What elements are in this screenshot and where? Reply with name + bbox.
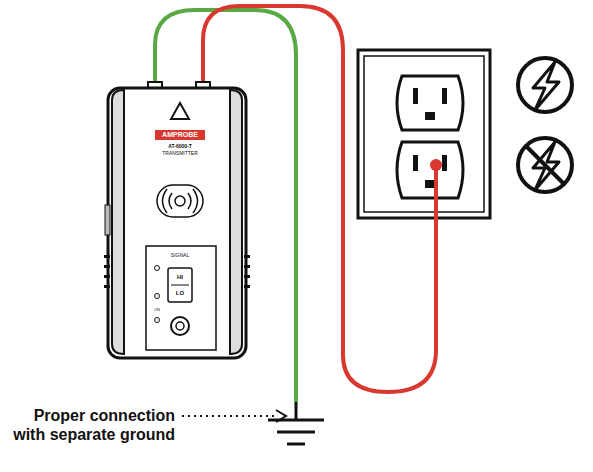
switch-label: HI: [177, 274, 183, 280]
switch-label: LO: [176, 290, 184, 296]
ground-symbol: [268, 402, 324, 444]
receptacle-slots: [413, 88, 447, 188]
leader-arrow: [276, 410, 286, 422]
leader-line: [182, 415, 278, 417]
brand-name: AMPROBE: [162, 131, 198, 138]
transmitter: [104, 82, 250, 358]
live-icon: [518, 58, 572, 112]
model-number: AT-6000-T: [168, 144, 192, 149]
red-lead: [203, 6, 436, 392]
not-live-icon: [518, 138, 572, 192]
wall-plate-inner: [364, 56, 484, 212]
probe-tip: [430, 159, 442, 171]
led-label: ON: [154, 308, 160, 312]
wall-plate: [358, 50, 490, 218]
receptacle: [397, 76, 463, 198]
callout-text: Proper connection with separate ground: [5, 406, 175, 444]
device-name: TRANSMITTER: [162, 151, 198, 156]
panel-label: SIGNAL: [171, 253, 189, 258]
